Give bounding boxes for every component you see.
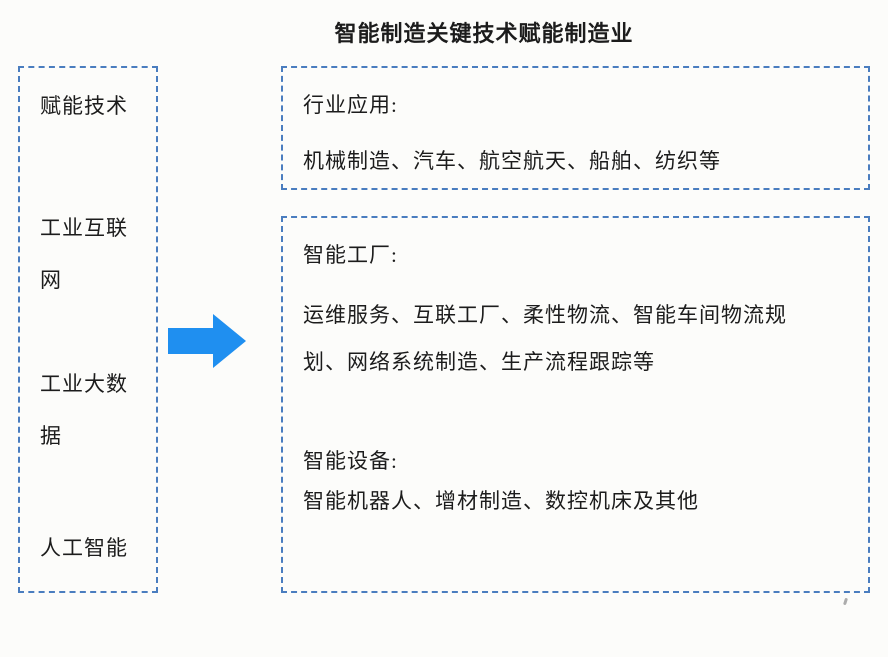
list-item-industrial-big-data: 工业大数据 bbox=[40, 372, 128, 448]
industry-application-body: 机械制造、汽车、航空航天、船舶、纺织等 bbox=[303, 149, 721, 173]
list-item-enabling-technology: 赋能技术 bbox=[40, 94, 128, 118]
industry-application-box: 行业应用: 机械制造、汽车、航空航天、船舶、纺织等 bbox=[281, 66, 870, 190]
arrow-head bbox=[213, 314, 246, 368]
page-title: 智能制造关键技术赋能制造业 bbox=[334, 21, 634, 46]
scan-artifact-mark bbox=[842, 597, 849, 606]
industry-application-heading: 行业应用: bbox=[303, 93, 398, 117]
left-panel: 赋能技术 工业互联网 工业大数据 人工智能 bbox=[18, 66, 158, 593]
list-item-industrial-internet: 工业互联网 bbox=[40, 216, 128, 292]
smart-factory-heading: 智能工厂: bbox=[303, 243, 398, 267]
smart-manufacturing-box: 智能工厂: 运维服务、互联工厂、柔性物流、智能车间物流规划、网络系统制造、生产流… bbox=[281, 216, 870, 593]
smart-factory-body: 运维服务、互联工厂、柔性物流、智能车间物流规划、网络系统制造、生产流程跟踪等 bbox=[303, 303, 787, 374]
smart-equipment-body: 智能机器人、增材制造、数控机床及其他 bbox=[303, 489, 699, 513]
right-arrow-icon bbox=[168, 314, 246, 368]
arrow-shaft bbox=[168, 328, 213, 354]
list-item-artificial-intelligence: 人工智能 bbox=[40, 536, 128, 560]
smart-equipment-heading: 智能设备: bbox=[303, 449, 398, 473]
